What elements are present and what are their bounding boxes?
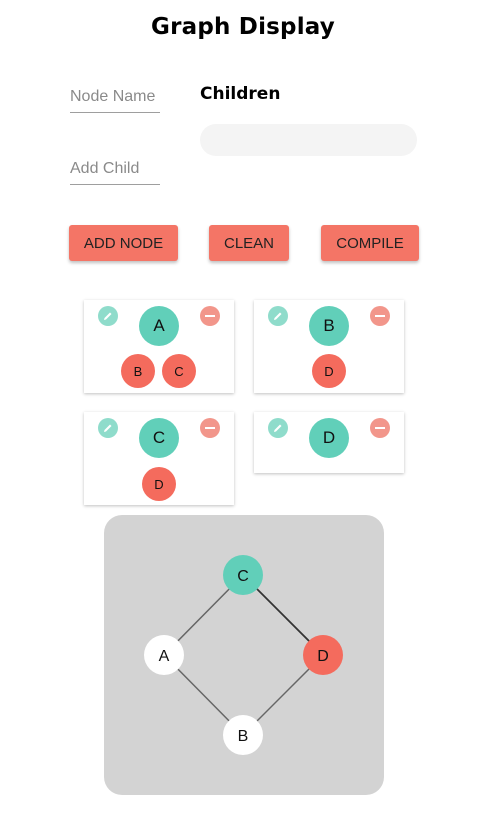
node-card-a: A B C (84, 300, 234, 393)
pencil-icon (104, 424, 112, 432)
edit-node-button[interactable] (268, 418, 288, 438)
node-card-c: C D (84, 412, 234, 505)
add-child-input[interactable] (70, 160, 160, 178)
delete-node-button[interactable] (370, 306, 390, 326)
card-node: A (139, 306, 179, 346)
delete-node-button[interactable] (370, 418, 390, 438)
clean-button[interactable]: CLEAN (209, 225, 289, 261)
child-node: D (142, 467, 176, 501)
minus-icon (205, 315, 215, 317)
graph-node-c-label: C (237, 568, 249, 585)
add-child-field[interactable] (70, 158, 160, 185)
node-card-b: B D (254, 300, 404, 393)
page-title: Graph Display (150, 14, 335, 40)
edit-node-button[interactable] (268, 306, 288, 326)
pencil-icon (274, 312, 282, 320)
card-node: C (139, 418, 179, 458)
edit-node-button[interactable] (98, 418, 118, 438)
children-label: Children (200, 84, 281, 104)
pencil-icon (274, 424, 282, 432)
delete-node-button[interactable] (200, 306, 220, 326)
node-name-field[interactable] (70, 86, 160, 113)
graph-node-d[interactable] (303, 635, 343, 675)
minus-icon (375, 427, 385, 429)
card-node: B (309, 306, 349, 346)
graph-node-b[interactable] (223, 715, 263, 755)
card-node: D (309, 418, 349, 458)
graph-node-a-label: A (159, 648, 170, 665)
edit-node-button[interactable] (98, 306, 118, 326)
graph-panel: C A D B (104, 515, 384, 795)
minus-icon (205, 427, 215, 429)
compile-button[interactable]: COMPILE (321, 225, 419, 261)
graph-node-d-label: D (317, 648, 329, 665)
child-node: B (121, 354, 155, 388)
graph-node-c[interactable] (223, 555, 263, 595)
add-node-button[interactable]: ADD NODE (69, 225, 178, 261)
pencil-icon (104, 312, 112, 320)
child-node: D (312, 354, 346, 388)
node-name-input[interactable] (70, 88, 160, 106)
graph-node-b-label: B (238, 728, 249, 745)
delete-node-button[interactable] (200, 418, 220, 438)
child-node: C (162, 354, 196, 388)
graph-canvas: C A D B (144, 555, 343, 755)
node-card-d: D (254, 412, 404, 473)
children-list (200, 124, 417, 156)
graph-node-a[interactable] (144, 635, 184, 675)
minus-icon (375, 315, 385, 317)
